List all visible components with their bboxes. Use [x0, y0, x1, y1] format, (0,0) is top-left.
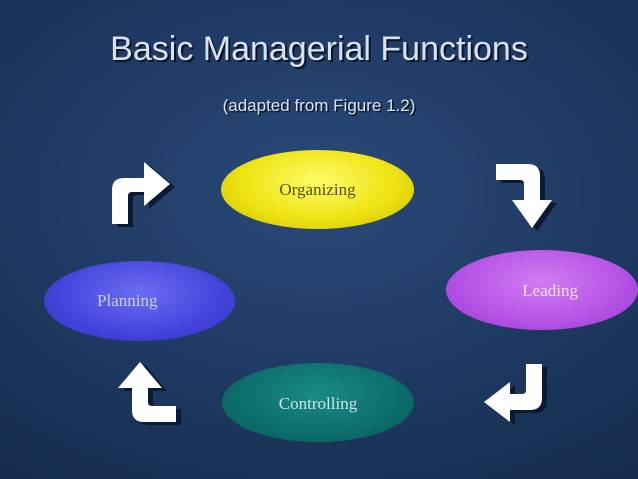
node-leading: Leading: [446, 250, 638, 330]
node-organizing: Organizing: [221, 150, 414, 229]
node-planning: Planning: [44, 261, 235, 341]
organizing-to-leading-arrow: [496, 164, 557, 231]
slide-title: Basic Managerial Functions: [110, 30, 528, 68]
controlling-to-planning-arrow: [118, 362, 181, 425]
node-leading-label: Leading: [522, 281, 578, 300]
node-controlling: Controlling: [222, 363, 414, 442]
node-organizing-label: Organizing: [279, 179, 356, 199]
node-controlling-label: Controlling: [278, 394, 358, 413]
leading-to-controlling-arrow: [484, 364, 547, 425]
node-planning-label: Planning: [97, 291, 158, 310]
planning-to-organizing-arrow: [112, 162, 175, 227]
slide-subtitle: (adapted from Figure 1.2): [222, 96, 416, 115]
